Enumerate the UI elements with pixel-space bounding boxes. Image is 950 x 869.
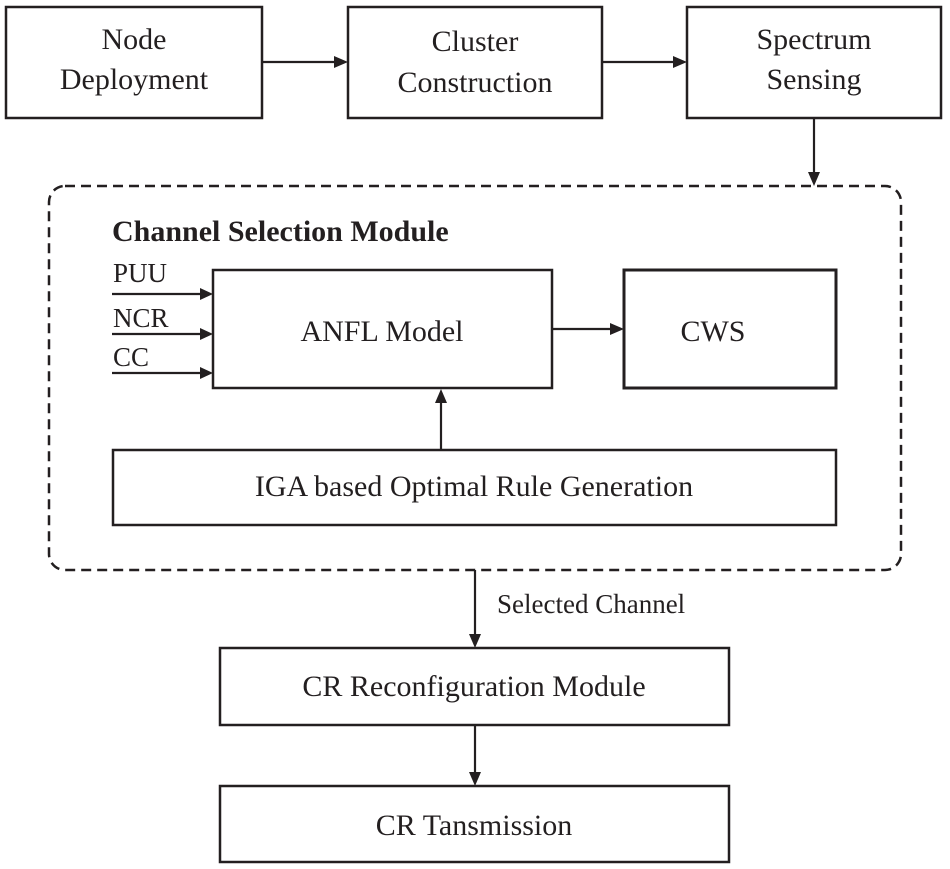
input-ncr: NCR: [112, 303, 213, 340]
spectrum-sensing-label-line1: Spectrum: [757, 23, 872, 56]
arrow-anfl-to-cws: [552, 323, 624, 335]
arrow-iga-to-anfl: [435, 389, 447, 450]
cr-reconfiguration-box: CR Reconfiguration Module: [218, 646, 731, 727]
cws-label: CWS: [680, 315, 745, 348]
arrow-cluster-to-spectrum: [602, 56, 687, 68]
arrow-reconfiguration-to-transmission: [469, 725, 481, 786]
cr-transmission-label: CR Tansmission: [376, 809, 573, 842]
anfl-model-box: ANFL Model: [211, 268, 554, 390]
input-cc-label: CC: [113, 342, 149, 372]
anfl-model-label: ANFL Model: [300, 315, 463, 348]
node-deployment-label-line1: Node: [102, 23, 167, 56]
channel-selection-module: Channel Selection Module PUU NCR CC ANFL…: [47, 184, 903, 572]
input-cc: CC: [112, 342, 213, 379]
cr-reconfiguration-label: CR Reconfiguration Module: [302, 670, 645, 703]
input-ncr-label: NCR: [113, 303, 169, 333]
iga-rule-generation-box: IGA based Optimal Rule Generation: [111, 448, 838, 527]
cluster-construction-label-line1: Cluster: [432, 25, 519, 58]
cws-box: CWS: [622, 268, 838, 390]
arrow-module-to-reconfiguration: [469, 570, 481, 648]
input-puu-label: PUU: [113, 258, 167, 288]
module-title: Channel Selection Module: [112, 215, 449, 248]
input-puu: PUU: [112, 258, 213, 300]
node-deployment-label-line2: Deployment: [60, 63, 209, 96]
node-deployment-box: Node Deployment: [4, 5, 264, 120]
cluster-construction-box: Cluster Construction: [346, 5, 604, 120]
spectrum-sensing-label-line2: Sensing: [766, 63, 861, 96]
iga-rule-generation-label: IGA based Optimal Rule Generation: [255, 470, 693, 503]
cluster-construction-label-line2: Construction: [398, 66, 553, 99]
cr-transmission-box: CR Tansmission: [218, 784, 731, 864]
selected-channel-label: Selected Channel: [497, 589, 685, 619]
arrow-node-to-cluster: [262, 56, 348, 68]
arrow-spectrum-to-module: [808, 118, 820, 186]
spectrum-sensing-box: Spectrum Sensing: [685, 5, 943, 120]
